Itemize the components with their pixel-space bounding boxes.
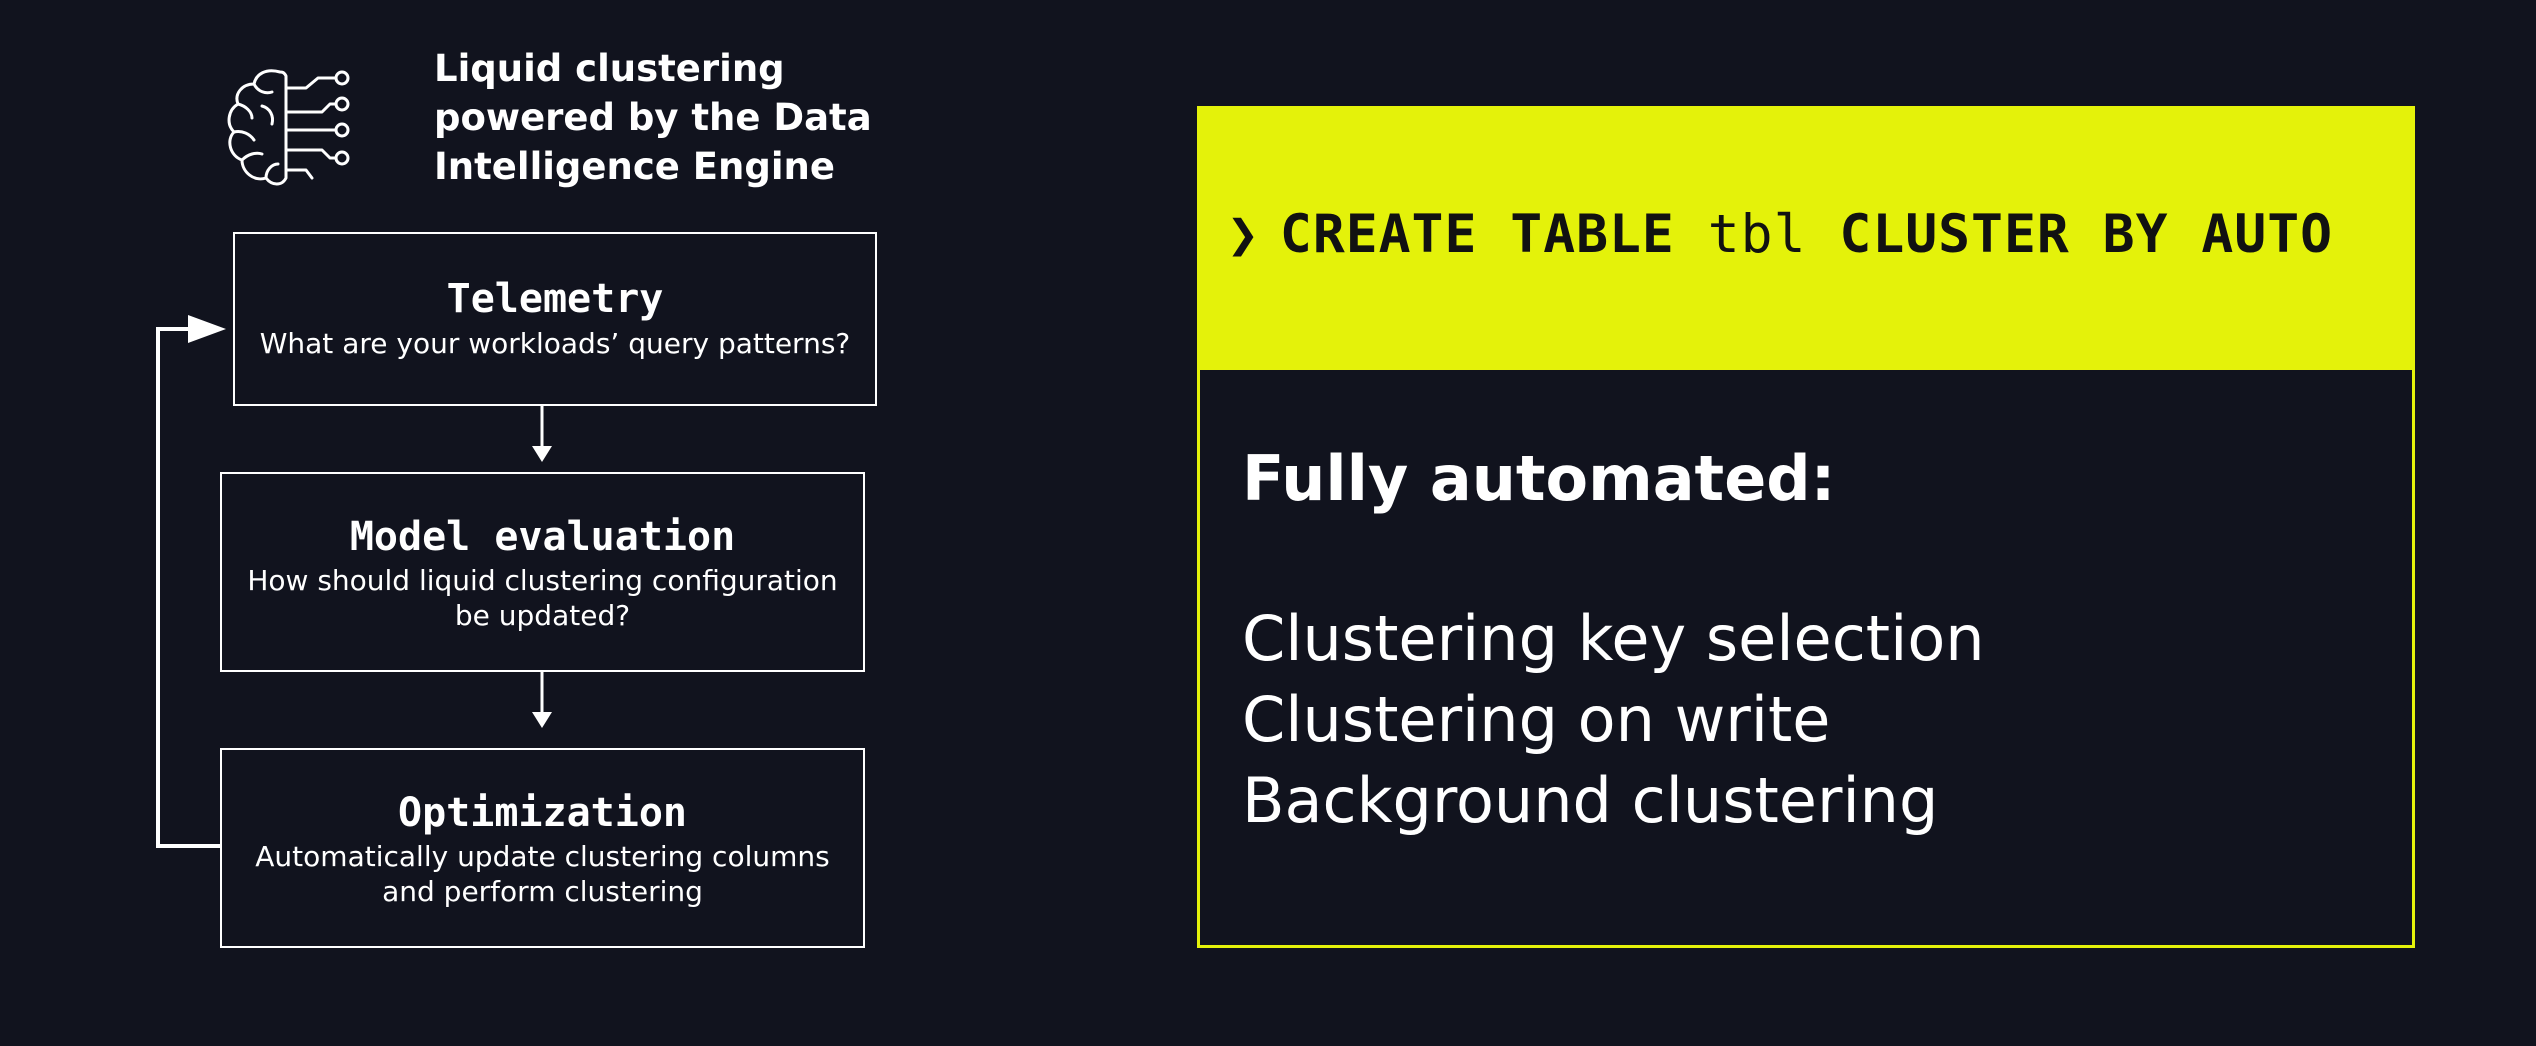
features-list: Clustering key selection Clustering on w… — [1242, 598, 1985, 841]
step-title: Optimization — [398, 790, 687, 836]
arrow-model-to-optimization — [532, 672, 552, 728]
diagram-title: Liquid clustering powered by the Data In… — [434, 44, 914, 191]
sql-command: ❯ CREATE TABLE tbl CLUSTER BY AUTO — [1227, 204, 2333, 265]
optimization-step-box: Optimization Automatically update cluste… — [220, 748, 865, 948]
telemetry-step-box: Telemetry What are your workloads’ query… — [233, 232, 877, 406]
step-description-line: and perform clustering — [382, 875, 703, 908]
step-description: Automatically update clustering columns … — [222, 839, 863, 909]
step-description: How should liquid clustering configurati… — [222, 563, 863, 633]
feature-item: Clustering on write — [1242, 683, 1831, 756]
code-panel: ❯ CREATE TABLE tbl CLUSTER BY AUTO — [1197, 106, 2415, 370]
diagram-title-line: powered by the Data — [434, 96, 872, 139]
sql-keyword: CREATE TABLE — [1279, 204, 1675, 265]
step-title: Telemetry — [446, 276, 664, 322]
step-description-line: Automatically update clustering columns — [255, 840, 830, 873]
feedback-loop-arrow — [156, 315, 226, 848]
step-description-line: How should liquid clustering configurati… — [247, 564, 838, 597]
feature-item: Background clustering — [1242, 764, 1939, 837]
diagram-title-line: Intelligence Engine — [434, 145, 835, 188]
features-heading: Fully automated: — [1242, 442, 1836, 515]
model-evaluation-step-box: Model evaluation How should liquid clust… — [220, 472, 865, 672]
features-panel: Fully automated: Clustering key selectio… — [1197, 370, 2415, 948]
feature-item: Clustering key selection — [1242, 602, 1985, 675]
brain-circuit-icon — [227, 69, 350, 186]
sql-keyword: CLUSTER BY AUTO — [1839, 204, 2334, 265]
step-description-line: be updated? — [454, 599, 631, 632]
arrow-telemetry-to-model — [532, 406, 552, 462]
prompt-chevron-icon: ❯ — [1227, 204, 1260, 265]
step-title: Model evaluation — [349, 514, 736, 560]
diagram-title-line: Liquid clustering — [434, 47, 785, 90]
step-description: What are your workloads’ query patterns? — [235, 326, 875, 361]
step-description-line: What are your workloads’ query patterns? — [259, 327, 851, 360]
sql-table-name: tbl — [1707, 204, 1807, 265]
